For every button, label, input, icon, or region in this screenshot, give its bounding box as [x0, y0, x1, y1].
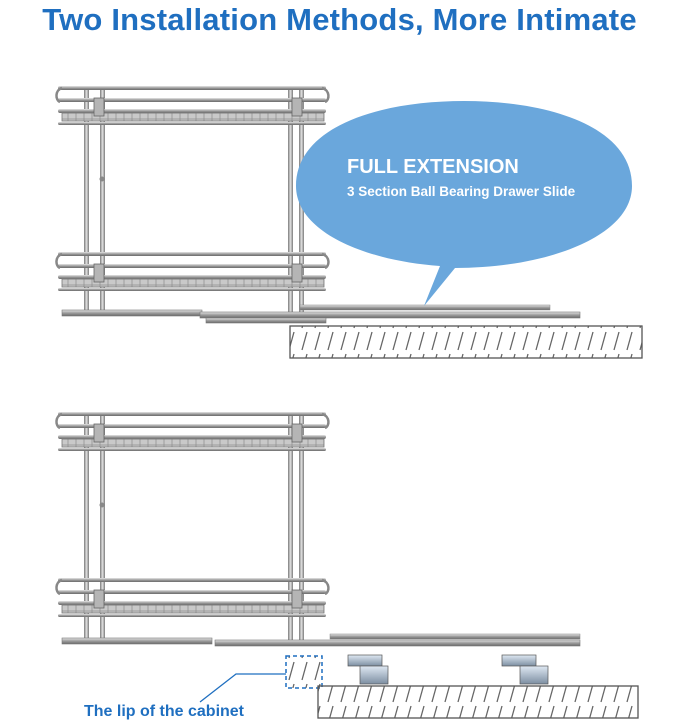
callout-bubble	[296, 101, 632, 306]
cabinet-lip-label: The lip of the cabinet	[84, 703, 245, 720]
diagram-full-extension	[56, 86, 643, 359]
mounting-bracket-right	[501, 654, 549, 685]
diagram-cabinet-lip	[56, 412, 639, 719]
cabinet-lip	[285, 655, 323, 689]
drawer-slide	[61, 304, 581, 324]
cabinet-shelf-lower	[317, 685, 639, 719]
rack-bottom	[56, 412, 328, 642]
rack-top	[56, 86, 328, 316]
headline: Two Installation Methods, More Intimate	[42, 2, 637, 37]
callout-subtitle: 3 Section Ball Bearing Drawer Slide	[347, 184, 576, 199]
callout-title: FULL EXTENSION	[347, 156, 519, 178]
drawer-slide-lip	[61, 633, 581, 647]
cabinet-shelf	[289, 325, 643, 359]
mounting-bracket-left	[347, 654, 389, 685]
lip-leader-line	[199, 673, 286, 703]
